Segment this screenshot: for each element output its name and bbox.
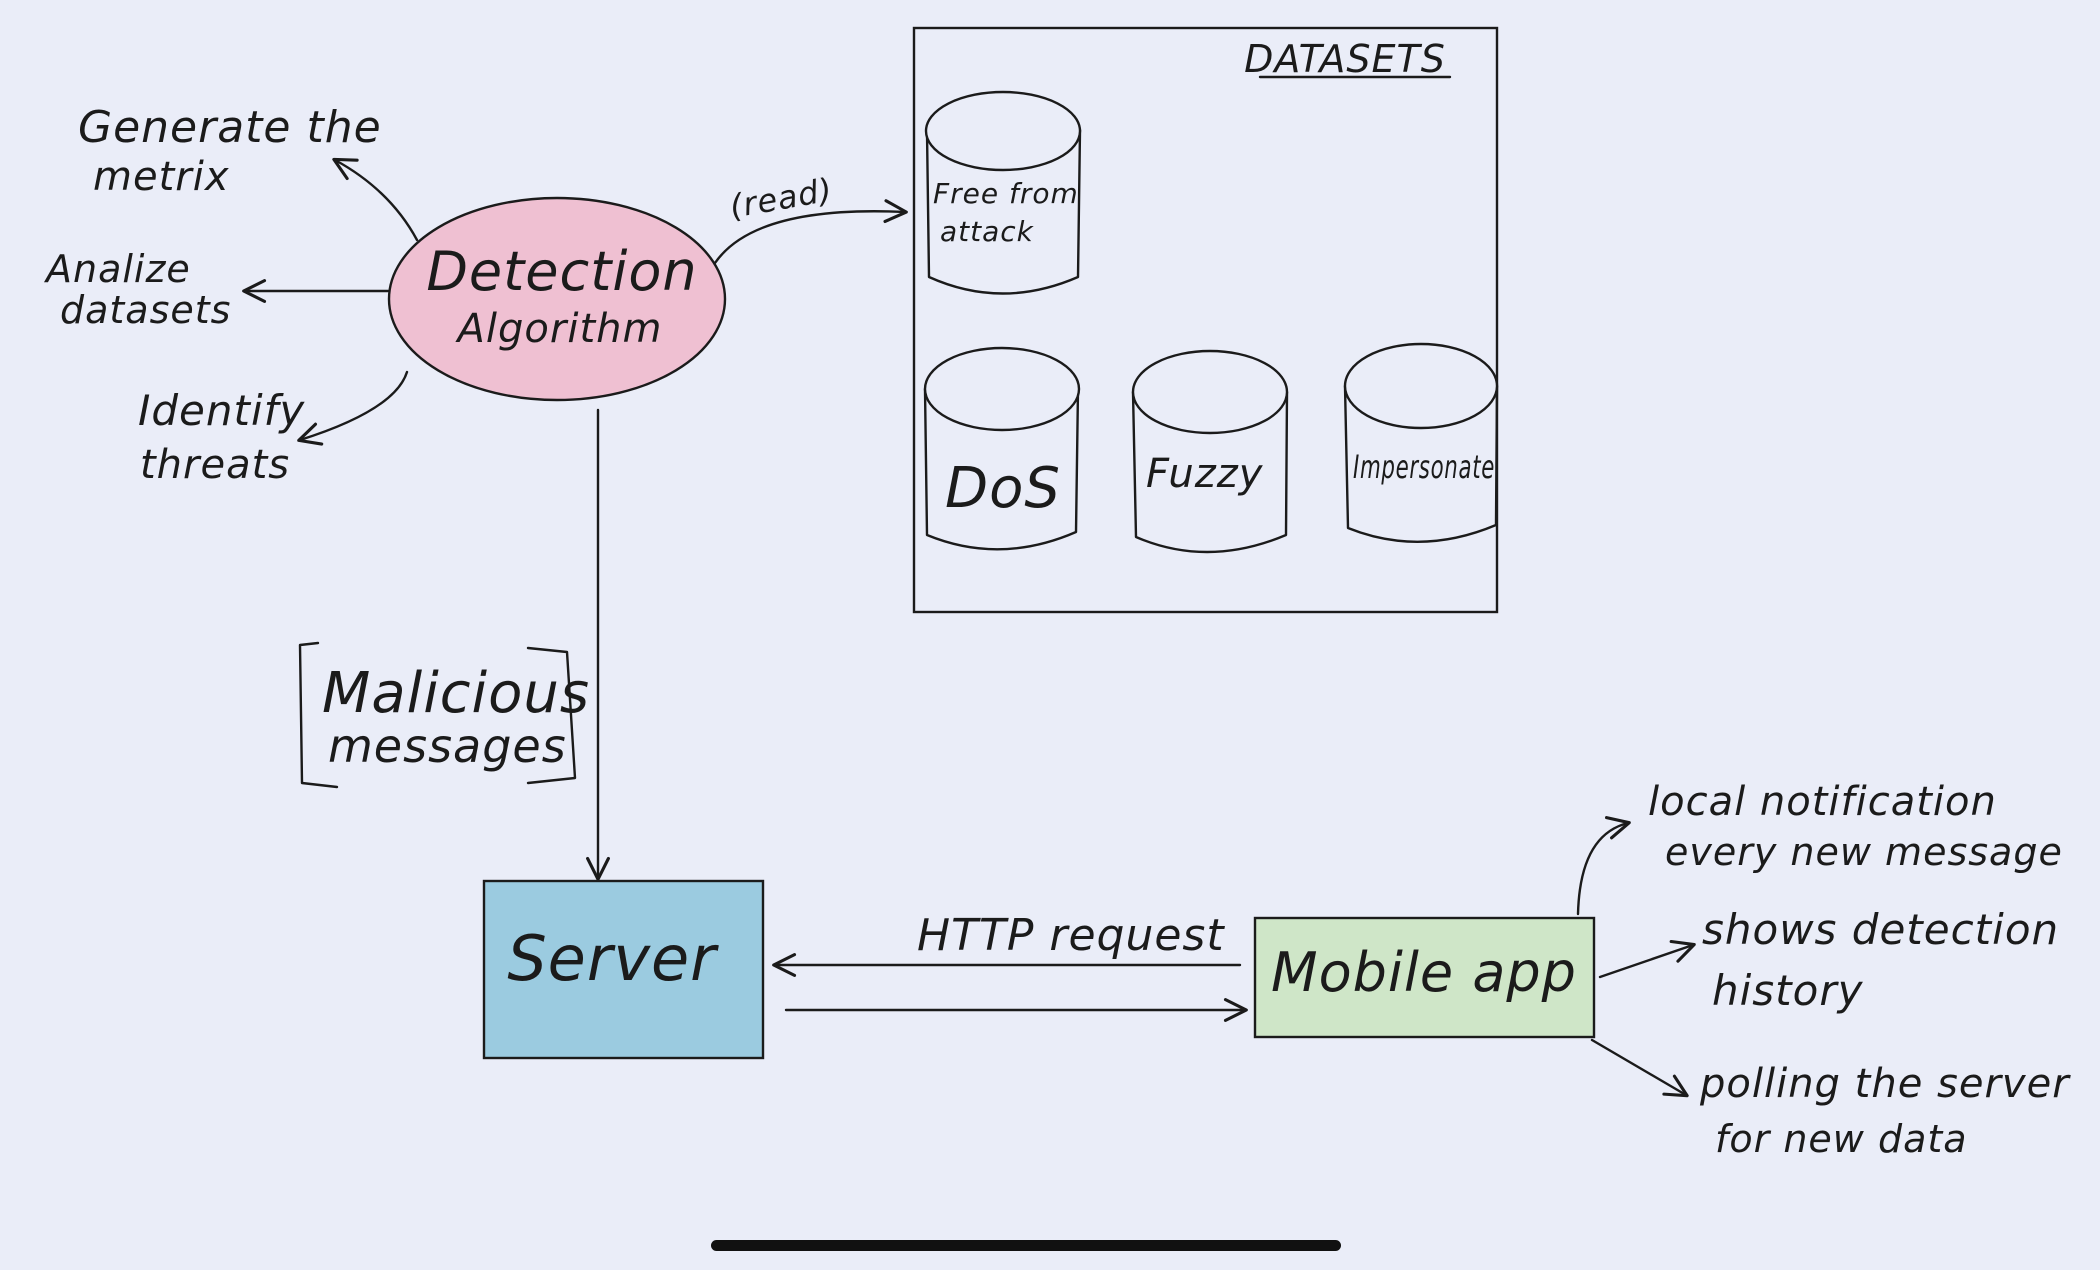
home-indicator[interactable] <box>711 1240 1341 1251</box>
dos-cylinder-body <box>923 387 1080 551</box>
generate-line-2: metrix <box>93 154 230 200</box>
free-cylinder-top <box>924 90 1082 172</box>
dataset-impersonate: Impersonate <box>1343 342 1499 543</box>
http-label: HTTP request <box>917 910 1225 961</box>
mobile-app-box <box>1253 916 1596 1039</box>
identify-arrow <box>297 370 409 446</box>
read-connection: (read) <box>713 170 908 265</box>
read-arrow <box>713 199 908 265</box>
detection-subtitle: Algorithm <box>455 306 663 352</box>
server-label: Server <box>507 922 719 995</box>
malicious-line-2: messages <box>328 719 567 773</box>
polling-arrow <box>1590 1038 1689 1098</box>
note-generate-matrix: Generate the metrix <box>78 102 419 242</box>
free-label-1: Free from <box>933 177 1079 210</box>
malicious-messages-connection: Malicious messages <box>298 408 610 881</box>
dataset-dos: DoS <box>923 346 1081 551</box>
note-polling-server: polling the server for new data <box>1590 1038 2071 1161</box>
server-node: Server <box>482 879 765 1060</box>
notification-line-1: local notification <box>1648 779 1997 825</box>
note-identify-threats: Identify threats <box>138 370 409 488</box>
datasets-title: DATASETS <box>1244 37 1446 81</box>
history-line-2: history <box>1712 966 1864 1015</box>
history-line-1: shows detection <box>1702 905 2059 954</box>
fuzzy-cylinder-body <box>1131 390 1289 554</box>
datasets-container: DATASETS Free from attack DoS Fuzzy Impe… <box>912 26 1499 614</box>
dataset-fuzzy: Fuzzy <box>1131 349 1289 554</box>
http-connection: HTTP request <box>772 910 1248 1022</box>
impersonate-cylinder-body <box>1343 384 1499 543</box>
note-detection-history: shows detection history <box>1598 905 2059 1015</box>
analize-line-1: Analize <box>43 247 191 291</box>
malicious-bracket-right <box>526 646 577 785</box>
datasets-box <box>912 26 1499 614</box>
malicious-line-1: Malicious <box>322 661 590 726</box>
free-label-2: attack <box>940 215 1035 248</box>
impersonate-label: Impersonate <box>1353 448 1495 486</box>
malicious-bracket-left <box>298 641 339 789</box>
notification-line-2: every new message <box>1665 830 2063 874</box>
polling-line-1: polling the server <box>1699 1061 2071 1107</box>
dos-cylinder-top <box>923 346 1081 432</box>
impersonate-cylinder-top <box>1343 342 1499 430</box>
dos-label: DoS <box>945 456 1061 521</box>
mobile-app-label: Mobile app <box>1271 941 1577 1004</box>
identify-line-2: threats <box>140 442 290 488</box>
detection-title: Detection <box>426 240 697 303</box>
dataset-free-from-attack: Free from attack <box>924 90 1082 295</box>
history-arrow <box>1598 939 1696 979</box>
server-box <box>482 879 765 1060</box>
polling-line-2: for new data <box>1715 1117 1968 1161</box>
detection-ellipse <box>387 196 727 402</box>
note-local-notification: local notification every new message <box>1576 779 2063 916</box>
read-label: (read) <box>727 170 836 225</box>
fuzzy-cylinder-top <box>1131 349 1289 435</box>
note-analize-datasets: Analize datasets <box>43 247 390 332</box>
mobile-app-node: Mobile app <box>1253 916 1596 1039</box>
notification-arrow <box>1576 816 1631 916</box>
free-cylinder-body <box>925 128 1082 295</box>
detection-algorithm-node: Detection Algorithm <box>387 196 727 402</box>
generate-line-1: Generate the <box>78 102 382 153</box>
fuzzy-label: Fuzzy <box>1146 451 1264 497</box>
identify-line-1: Identify <box>138 386 305 435</box>
analize-line-2: datasets <box>60 288 231 332</box>
generate-arrow <box>332 157 419 242</box>
